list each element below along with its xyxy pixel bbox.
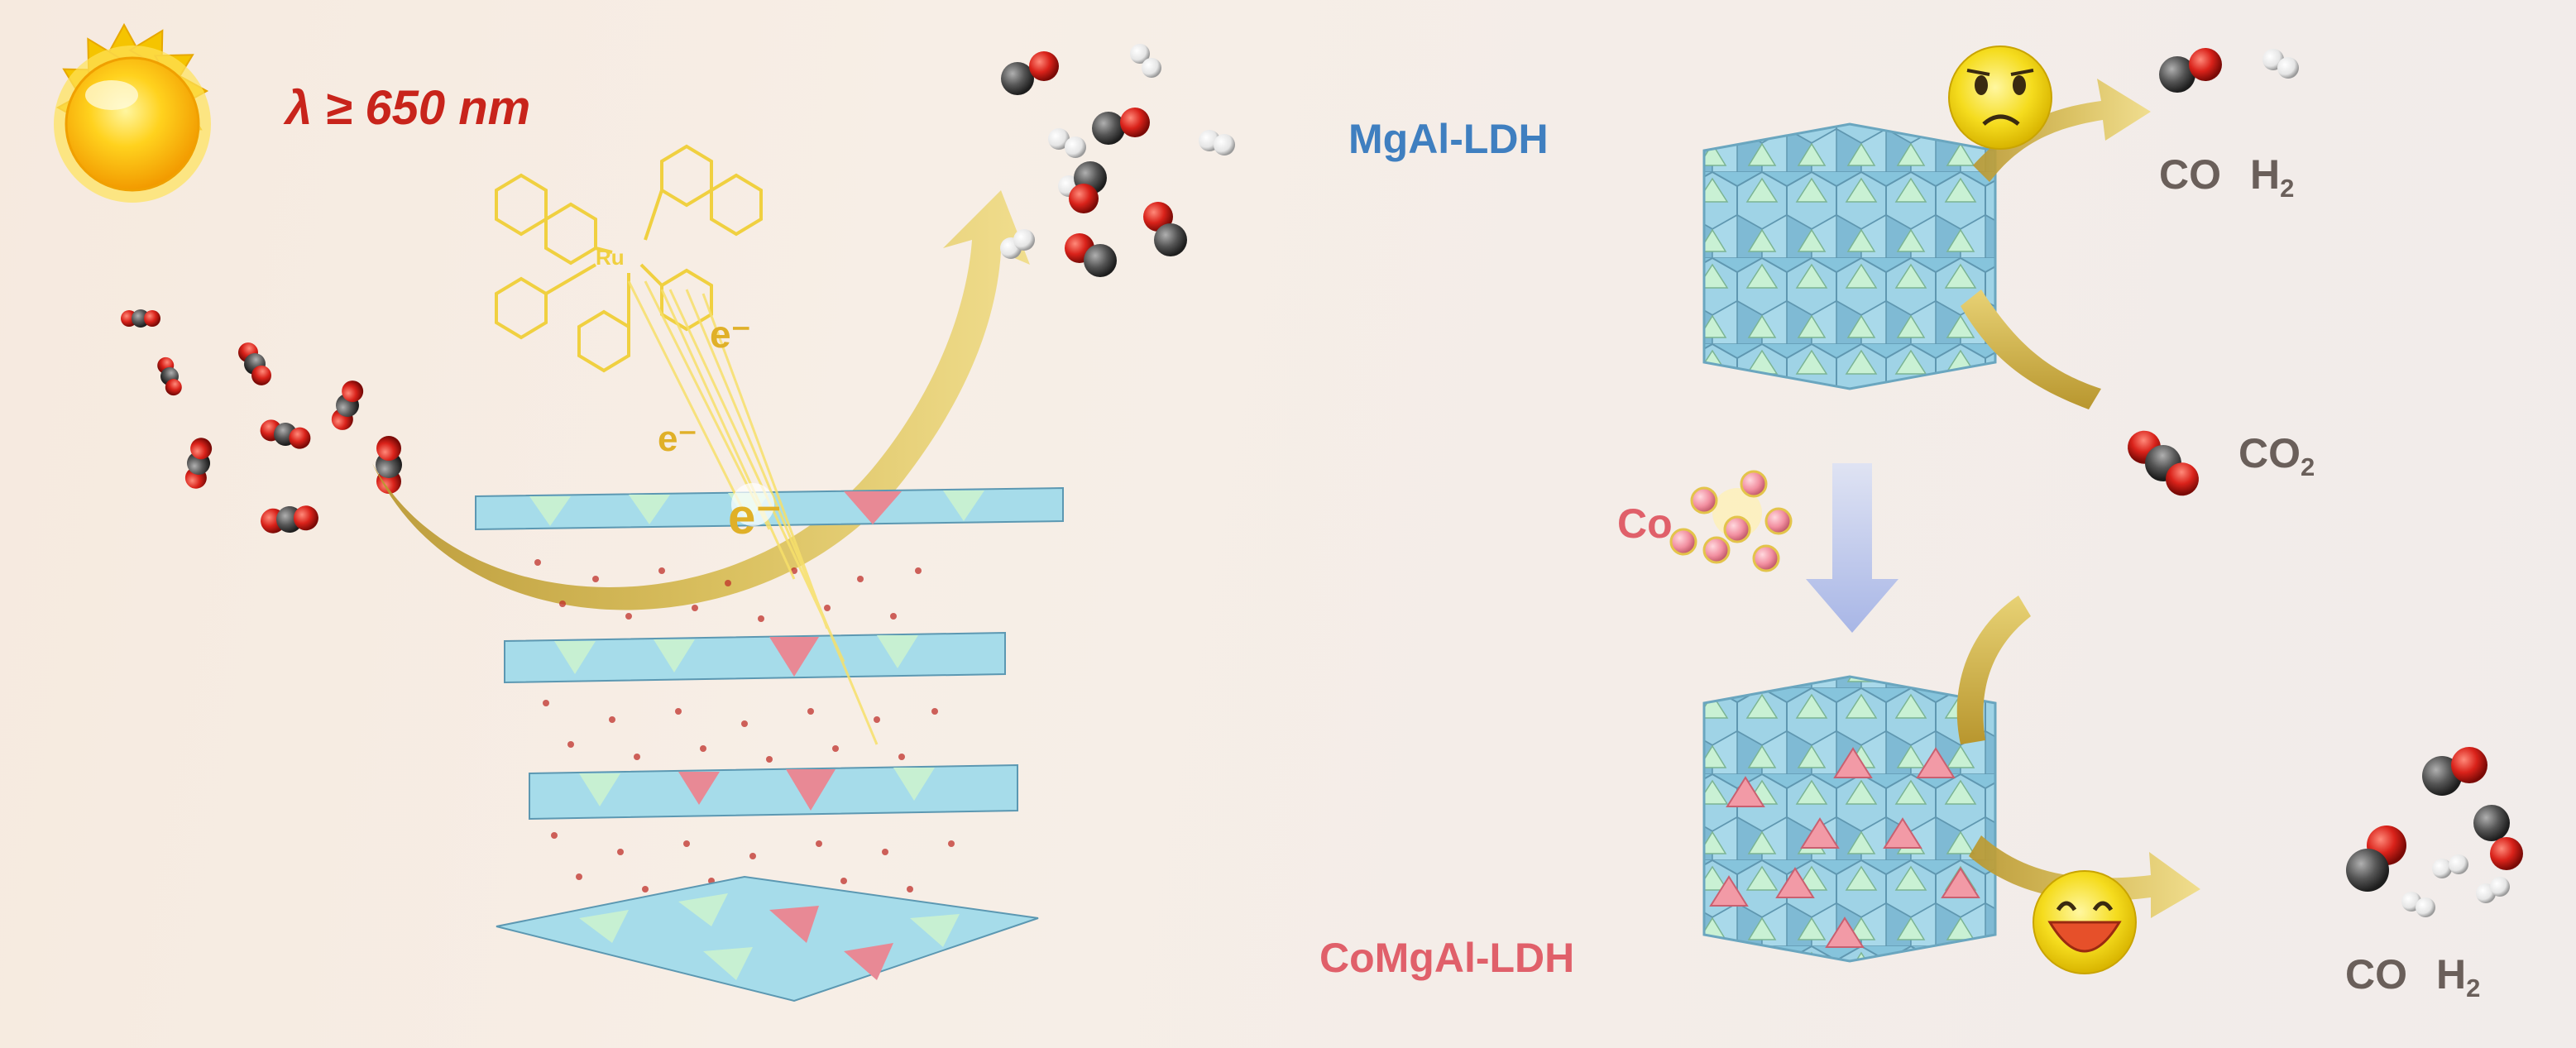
- comgal-ldh-label: CoMgAl-LDH: [1319, 935, 1574, 981]
- comgal-ldh-hexagon: [1702, 675, 1997, 963]
- ldh-layer-stack: [475, 486, 1064, 1003]
- sad-face-icon: [1948, 45, 2052, 150]
- product-molecules-top-right: [2159, 48, 2299, 93]
- arrow-to-co-h2-top: [1973, 79, 2151, 182]
- co-label-bottom: CO: [2345, 951, 2407, 998]
- co-label-top: CO: [2159, 151, 2221, 198]
- mgal-ldh-hexagon: [1702, 122, 1997, 390]
- ru-label: Ru: [596, 245, 625, 270]
- wavelength-label: λ ≥ 650 nm: [283, 81, 530, 135]
- doping-down-arrow: [1806, 463, 1898, 633]
- co2-molecule-unconverted: [2128, 430, 2199, 496]
- product-molecules-top-middle: [1000, 44, 1235, 277]
- h2-label-bottom: H2: [2436, 951, 2480, 1003]
- reaction-arrow-left: [372, 190, 1030, 610]
- arrow-co2-into-comgal: [1956, 596, 2031, 744]
- electron-label-2: e⁻: [658, 419, 697, 459]
- mgal-ldh-label: MgAl-LDH: [1348, 116, 1549, 162]
- happy-face-icon: [2033, 870, 2137, 974]
- product-molecules-bottom-right: [2346, 747, 2523, 917]
- h2-label-top: H2: [2250, 151, 2294, 203]
- electron-label-1: e⁻: [710, 313, 751, 356]
- sun-icon: [54, 22, 211, 203]
- co-atoms-cluster: [1669, 470, 1793, 572]
- co-dopant-label: Co: [1617, 500, 1673, 547]
- electron-label-3: e⁻: [728, 489, 782, 544]
- arrow-to-co2: [1961, 290, 2101, 409]
- active-site-glow: [731, 483, 774, 526]
- co2-label: CO2: [2238, 430, 2315, 481]
- arrow-to-co-h2-bottom: [1969, 835, 2200, 918]
- electron-transfer-rays: [627, 280, 879, 745]
- co2-molecules-reactants: [121, 309, 402, 534]
